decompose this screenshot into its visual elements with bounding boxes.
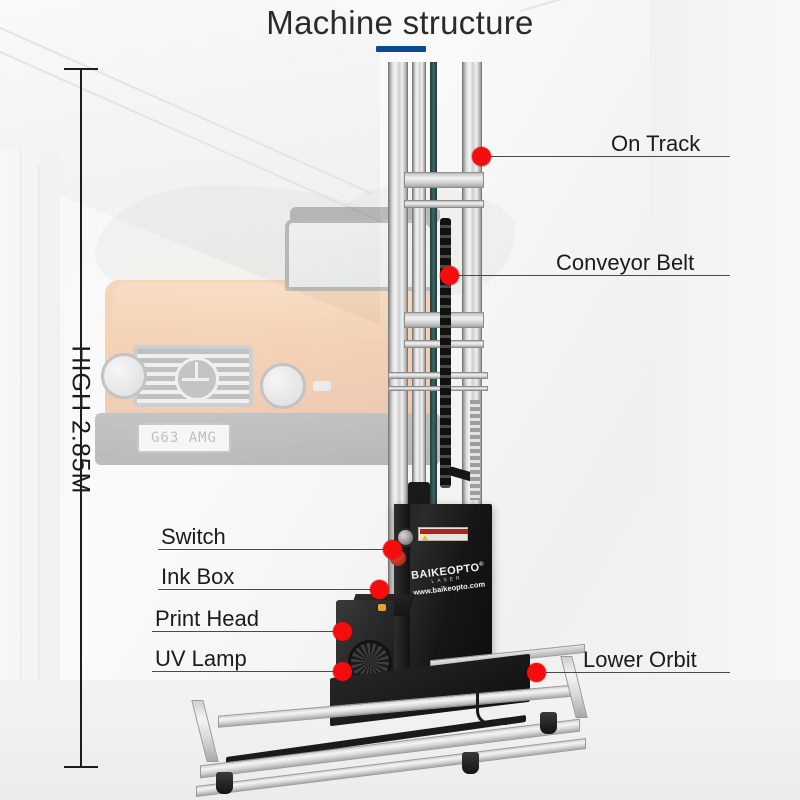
print-head-indicator bbox=[378, 604, 386, 611]
brand-registered-mark: ® bbox=[478, 561, 485, 568]
callout-dot-switch bbox=[383, 540, 402, 559]
callout-label-uv-lamp: UV Lamp bbox=[155, 646, 247, 671]
dimension-line bbox=[80, 68, 82, 768]
leader-line-conveyor-belt bbox=[450, 275, 730, 276]
leader-line-ink-box bbox=[158, 589, 385, 590]
leader-line-on-track bbox=[482, 156, 730, 157]
callout-label-lower-orbit: Lower Orbit bbox=[583, 647, 697, 672]
warning-label bbox=[418, 527, 468, 541]
callout-dot-uv-lamp bbox=[333, 662, 352, 681]
vehicle-headlamp-left bbox=[101, 353, 147, 399]
cross-brace-upper-2 bbox=[404, 200, 484, 208]
warning-label-bar bbox=[420, 529, 468, 534]
vehicle-license-plate: G63 AMG bbox=[137, 423, 231, 453]
callout-label-print-head: Print Head bbox=[155, 606, 259, 631]
callout-dot-lower-orbit bbox=[527, 663, 546, 682]
splash-shape-1 bbox=[95, 185, 395, 315]
vehicle-hood bbox=[113, 283, 423, 341]
leader-line-print-head bbox=[152, 631, 348, 632]
power-cable bbox=[476, 688, 507, 725]
leader-line-lower-orbit bbox=[537, 672, 730, 673]
callout-dot-print-head bbox=[333, 622, 352, 641]
leader-line-uv-lamp bbox=[152, 671, 348, 672]
callout-dot-conveyor-belt bbox=[440, 266, 459, 285]
cross-brace-lower-2 bbox=[388, 386, 488, 391]
callout-dot-ink-box bbox=[370, 580, 389, 599]
caster-wheel-right bbox=[540, 712, 557, 734]
cross-brace-upper bbox=[404, 172, 484, 188]
base-beam-left-end bbox=[191, 700, 219, 762]
power-switch-knob bbox=[396, 528, 415, 547]
page-title: Machine structure bbox=[266, 4, 534, 41]
callout-label-switch: Switch bbox=[161, 524, 226, 549]
vehicle-emblem bbox=[175, 357, 219, 401]
linear-rail-strip bbox=[430, 62, 437, 702]
cross-brace-lower bbox=[388, 372, 488, 379]
spring-coil bbox=[470, 400, 480, 500]
callout-label-conveyor-belt: Conveyor Belt bbox=[556, 250, 695, 275]
vehicle-windshield bbox=[285, 219, 435, 291]
vehicle-fog-lamp bbox=[313, 381, 331, 391]
caster-wheel-front bbox=[462, 752, 479, 774]
vehicle-bumper bbox=[95, 413, 440, 465]
head-connector-box bbox=[408, 482, 430, 506]
vehicle-headlamp-right bbox=[260, 363, 306, 409]
caster-wheel-left bbox=[216, 772, 233, 794]
callout-dot-on-track bbox=[472, 147, 491, 166]
callout-label-ink-box: Ink Box bbox=[161, 564, 235, 589]
callout-label-on-track: On Track bbox=[611, 131, 701, 156]
leader-line-switch bbox=[158, 549, 398, 550]
title-accent-bar bbox=[376, 46, 426, 52]
cable-drag-chain bbox=[440, 218, 451, 488]
warning-triangle-icon bbox=[422, 535, 428, 540]
dimension-cap-bottom bbox=[64, 766, 98, 768]
